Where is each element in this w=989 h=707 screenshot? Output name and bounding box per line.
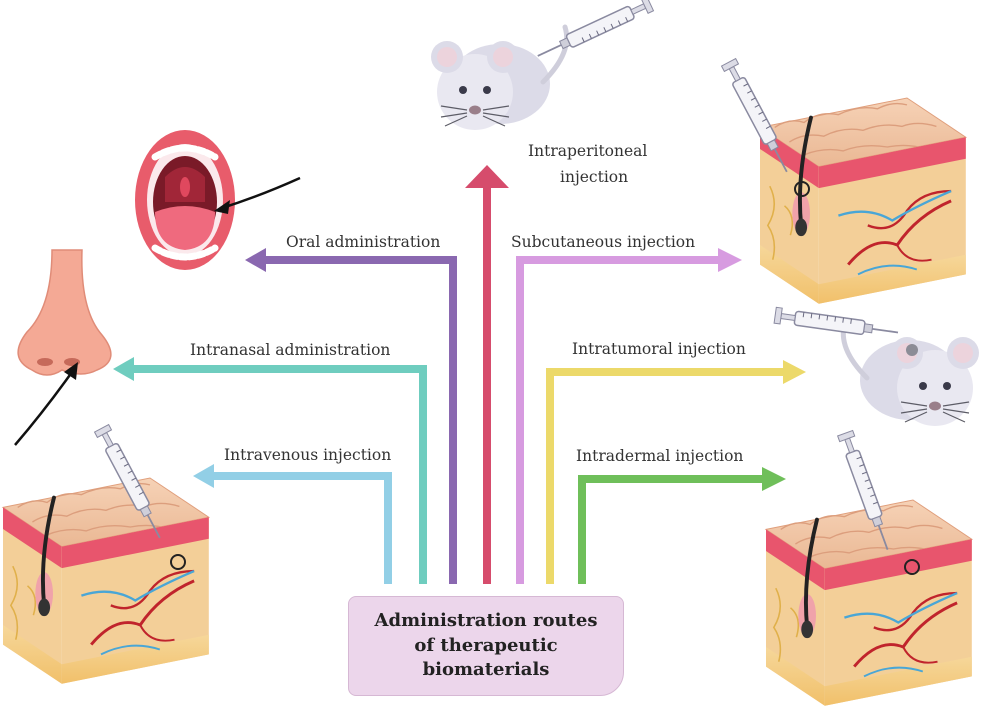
nose-pointer-arrow [14,371,74,446]
center-title: Administration routes of therapeutic bio… [374,609,598,681]
injection-site-marker [794,181,810,197]
mouth-icon [135,130,235,270]
skin-tissue-icon [758,96,968,306]
skin-tissue-icon [1,476,211,686]
mouth-pointer-arrow [221,176,301,210]
intraperitoneal-arrow [465,165,509,584]
intravenous-label: Intravenous injection [224,446,392,464]
mouse-icon [843,323,979,426]
intranasal-label: Intranasal administration [190,341,391,359]
mouth-pointer-head [214,200,230,214]
nose-icon [17,249,112,376]
intraperitoneal-label-line1: Intraperitoneal [528,142,648,160]
tumor-icon [906,344,918,356]
intraperitoneal-label-line2: injection [560,168,629,186]
subcutaneous-label: Subcutaneous injection [511,233,696,251]
intradermal-arrow [578,467,786,584]
center-title-box: Administration routes of therapeutic bio… [348,596,624,696]
intratumoral-label: Intratumoral injection [572,340,746,358]
mouse-icon [431,27,567,130]
syringe-icon [533,0,655,65]
nose-pointer-head [64,362,78,380]
oral-label: Oral administration [286,233,441,251]
oral-arrow [245,248,457,584]
subcutaneous-arrow [516,248,742,584]
injection-site-marker [170,554,186,570]
intravenous-arrow [193,464,392,584]
intranasal-arrow [113,357,427,584]
injection-site-marker [904,559,920,575]
syringe-icon [773,306,901,342]
intratumoral-arrow [546,360,806,584]
intradermal-label: Intradermal injection [576,447,744,465]
skin-tissue-icon [764,498,974,707]
